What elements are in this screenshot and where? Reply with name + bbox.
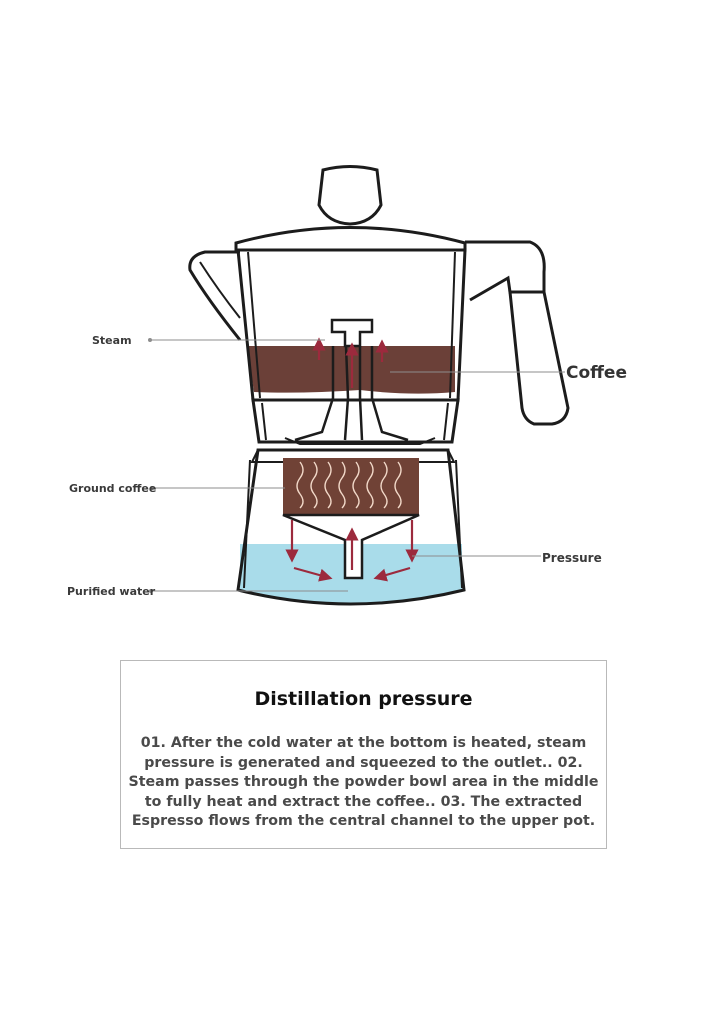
lid-knob xyxy=(317,165,383,226)
steam-waves xyxy=(296,461,402,509)
info-box: Distillation pressure 01. After the cold… xyxy=(120,660,607,849)
central-column xyxy=(330,318,374,348)
lid xyxy=(234,226,467,252)
ground-coffee-label: Ground coffee xyxy=(69,482,156,495)
handle-grip xyxy=(508,290,570,426)
waist-collar xyxy=(251,398,460,444)
coffee-label: Coffee xyxy=(566,363,627,383)
ground-coffee-basket xyxy=(283,458,419,515)
steam-label: Steam xyxy=(92,334,132,347)
lower-boiler xyxy=(236,448,466,606)
flow-arrow-icon xyxy=(285,337,419,582)
info-body: 01. After the cold water at the bottom i… xyxy=(128,735,599,829)
moka-pot-diagram: Steam Coffee Ground coffee Pressure Puri… xyxy=(67,165,627,606)
pressure-label: Pressure xyxy=(542,551,602,565)
spout xyxy=(188,250,242,341)
leader-lines xyxy=(150,339,565,592)
info-title: Distillation pressure xyxy=(254,688,473,710)
purified-water-label: Purified water xyxy=(67,585,156,598)
